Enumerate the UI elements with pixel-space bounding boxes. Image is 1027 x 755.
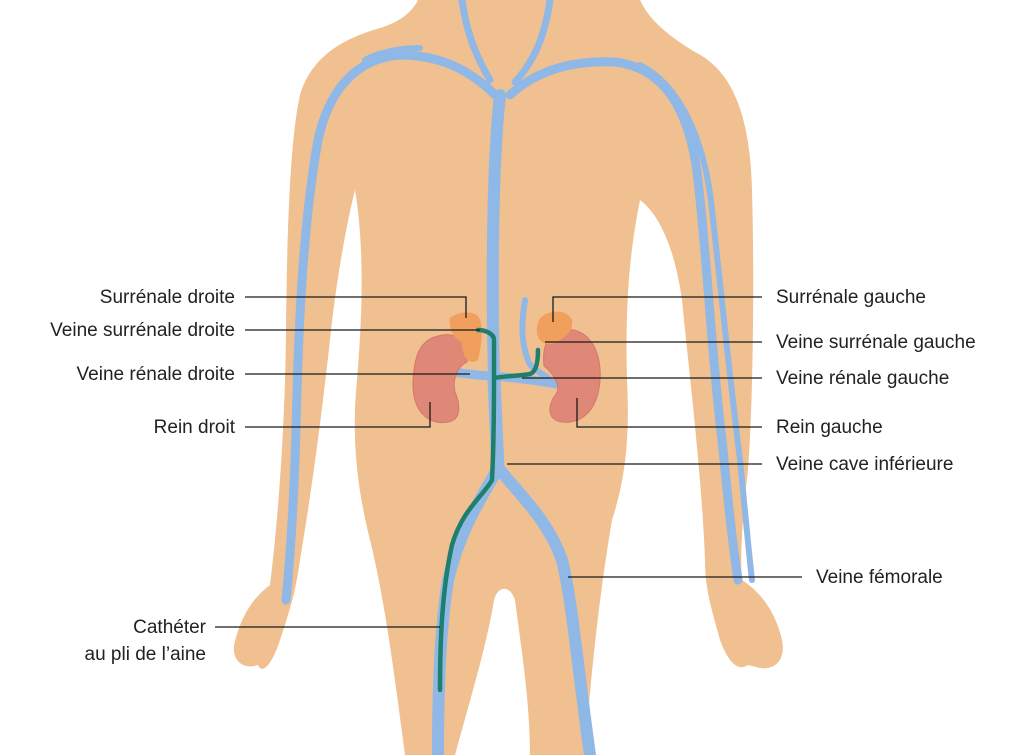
label-catheter-line2: au pli de l’aine: [85, 644, 206, 665]
labels-right: Surrénale gauche Veine surrénale gauche …: [776, 287, 976, 588]
label-catheter-line1: Cathéter: [133, 617, 207, 638]
label-kidney-right: Rein droit: [154, 417, 236, 438]
label-adrenal-vein-left: Veine surrénale gauche: [776, 332, 976, 353]
label-adrenal-right: Surrénale droite: [100, 287, 235, 308]
label-femoral-vein: Veine fémorale: [816, 567, 943, 588]
label-adrenal-left: Surrénale gauche: [776, 287, 926, 308]
label-ivc: Veine cave inférieure: [776, 454, 953, 475]
label-renal-vein-right: Veine rénale droite: [77, 364, 235, 385]
labels-left: Surrénale droite Veine surrénale droite …: [50, 287, 236, 665]
label-renal-vein-left: Veine rénale gauche: [776, 368, 949, 389]
label-adrenal-vein-right: Veine surrénale droite: [50, 320, 235, 341]
label-kidney-left: Rein gauche: [776, 417, 883, 438]
